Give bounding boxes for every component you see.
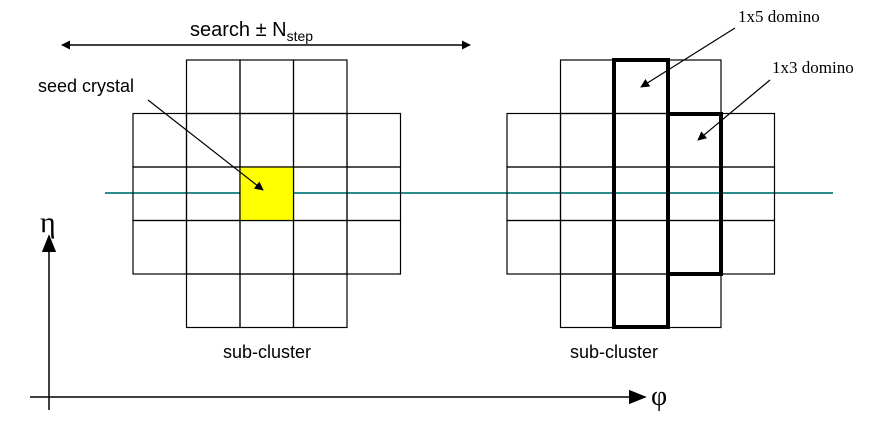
crystal-cell <box>666 59 722 115</box>
crystal-cell <box>613 59 669 115</box>
domino-1x5-label: 1x5 domino <box>738 7 820 26</box>
crystal-cell <box>239 59 295 115</box>
crystal-cell <box>239 273 295 329</box>
crystal-cell <box>132 112 188 168</box>
crystal-cell <box>720 112 776 168</box>
search-range-label: search ± Nstep <box>190 19 313 44</box>
crystal-cell <box>292 273 348 329</box>
crystal-cell <box>185 59 241 115</box>
crystal-cell <box>132 219 188 275</box>
crystal-cell <box>613 273 669 329</box>
crystal-cell <box>185 112 241 168</box>
seed-crystal-arrow <box>147 99 264 191</box>
crystal-cell <box>559 112 615 168</box>
seed-crystal-label: seed crystal <box>38 76 134 96</box>
crystal-cell <box>559 59 615 115</box>
crystal-cell <box>292 219 348 275</box>
crystal-cell <box>559 219 615 275</box>
subcluster-label-left: sub-cluster <box>223 342 311 362</box>
crystal-cell <box>292 112 348 168</box>
seed-crystal-cell <box>239 166 295 222</box>
crystal-cell <box>239 112 295 168</box>
crystal-cell <box>292 59 348 115</box>
domino-1x5-arrow <box>640 27 736 88</box>
crystal-cell <box>185 273 241 329</box>
crystal-cell <box>613 112 669 168</box>
crystal-cell <box>346 219 402 275</box>
domino-1x3-label: 1x3 domino <box>772 58 854 77</box>
crystal-cell <box>666 273 722 329</box>
domino-1x3-arrow <box>697 79 771 141</box>
crystal-cell <box>239 219 295 275</box>
crystal-cell <box>185 219 241 275</box>
subcluster-label-right: sub-cluster <box>570 342 658 362</box>
crystal-cell <box>666 219 722 275</box>
crystal-cell <box>559 273 615 329</box>
crystal-cell <box>506 112 562 168</box>
crystal-cell <box>666 112 722 168</box>
crystal-cell <box>720 219 776 275</box>
subcluster-grid-left <box>132 59 402 329</box>
crystal-cell <box>346 112 402 168</box>
domino-1x3-outline <box>666 112 723 276</box>
crystal-cell <box>613 219 669 275</box>
crystal-cell <box>506 219 562 275</box>
phi-axis-label: φ <box>651 381 667 412</box>
eta-axis-label: η <box>40 206 56 239</box>
